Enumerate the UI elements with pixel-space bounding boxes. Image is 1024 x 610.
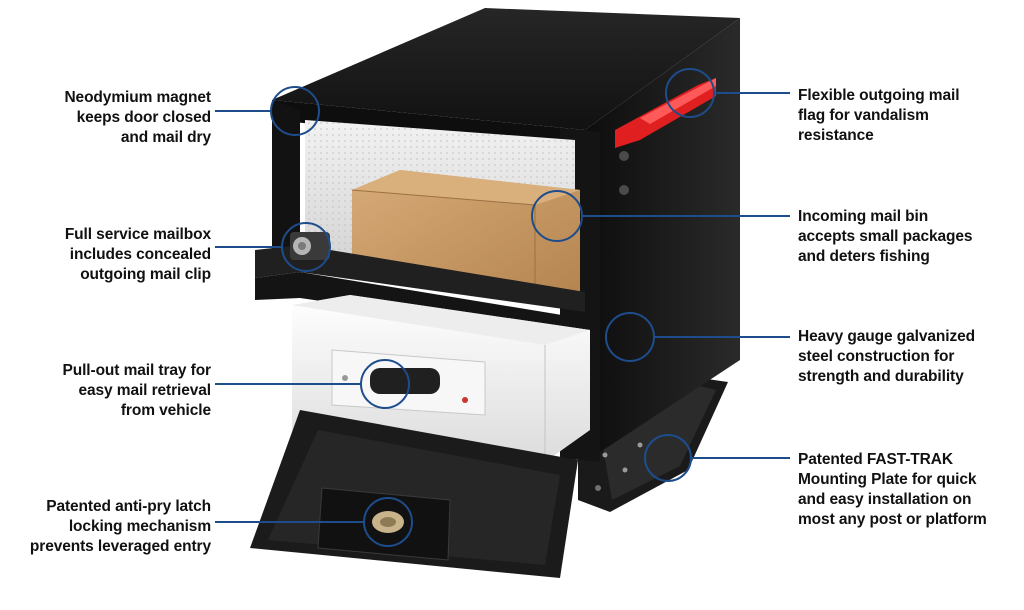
latch-door — [250, 410, 578, 578]
flag-label-line: flag for vandalism — [798, 107, 929, 124]
clip-label-line: Full service mailbox — [64, 226, 211, 243]
mail-flag — [615, 78, 716, 148]
flag-callout-label: Flexible outgoing mail flag for vandalis… — [798, 86, 960, 146]
clip-label-line: outgoing mail clip — [80, 266, 211, 283]
plate-label-line: Mounting Plate for quick — [798, 471, 977, 488]
magnet-callout-label: Neodymium magnet keeps door closed and m… — [64, 88, 211, 148]
latch-callout-label: Patented anti-pry latch locking mechanis… — [30, 497, 211, 557]
magnet-label-line: keeps door closed — [76, 109, 212, 126]
tray-label-line: Pull-out mail tray for — [62, 362, 211, 379]
bin-label-line: Incoming mail bin — [798, 208, 929, 225]
plate-callout-label: Patented FAST-TRAK Mounting Plate for qu… — [798, 450, 987, 530]
steel-label-line: Heavy gauge galvanized — [798, 328, 975, 345]
plate-label-line: Patented FAST-TRAK — [798, 451, 953, 468]
mail-tray — [292, 295, 590, 462]
latch-label-line: Patented anti-pry latch — [46, 498, 211, 515]
bin-callout-label: Incoming mail bin accepts small packages… — [798, 207, 973, 267]
magnet-label-line: Neodymium magnet — [64, 89, 211, 106]
plate-label-line: most any post or platform — [798, 511, 987, 528]
steel-label-line: strength and durability — [798, 368, 964, 385]
tray-label-line: easy mail retrieval — [78, 382, 211, 399]
flag-label-line: resistance — [798, 127, 874, 144]
tray-callout-label: Pull-out mail tray for easy mail retriev… — [62, 361, 211, 421]
clip-label-line: includes concealed — [69, 246, 211, 263]
magnet-label-line: and mail dry — [120, 129, 211, 146]
plate-label-line: and easy installation on — [798, 491, 972, 508]
callout-graphics — [215, 68, 790, 547]
clip-callout-label: Full service mailbox includes concealed … — [65, 225, 211, 285]
latch-label-line: locking mechanism — [68, 518, 211, 535]
bin-label-line: accepts small packages — [798, 228, 973, 245]
latch-label-line: prevents leveraged entry — [29, 538, 211, 555]
steel-label-line: steel construction for — [798, 348, 955, 365]
bin-label-line: and deters fishing — [798, 248, 930, 265]
tray-label-line: from vehicle — [120, 402, 211, 419]
steel-callout-label: Heavy gauge galvanized steel constructio… — [798, 327, 975, 387]
flag-label-line: Flexible outgoing mail — [798, 87, 960, 104]
